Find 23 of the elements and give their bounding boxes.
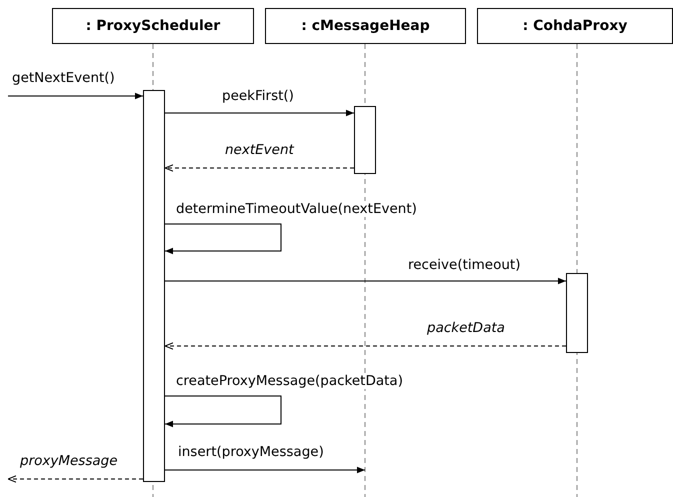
return-message-arrow [164,342,566,350]
activation-bar [143,90,165,482]
message-label: insert(proxyMessage) [178,444,324,460]
return-message-arrow [8,475,144,483]
self-message-arrow [164,224,282,254]
message-arrow [164,466,366,474]
message-label: packetData [427,320,505,336]
self-message-arrow [164,396,282,428]
message-label: createProxyMessage(packetData) [176,373,403,389]
message-label: proxyMessage [20,453,118,469]
activation-bar [566,273,588,353]
message-arrow [164,110,354,116]
message-arrow [164,278,566,284]
activation-bar [354,106,376,174]
message-label: peekFirst() [222,88,294,104]
message-label: determineTimeoutValue(nextEvent) [176,201,417,217]
message-arrow [8,92,144,100]
message-label: getNextEvent() [12,70,115,86]
lifeline-header: : ProxyScheduler [52,8,254,44]
message-label: receive(timeout) [408,257,520,273]
lifeline-header: : CohdaProxy [477,8,673,44]
lifeline-header: : cMessageHeap [265,8,466,44]
return-message-arrow [164,164,354,172]
